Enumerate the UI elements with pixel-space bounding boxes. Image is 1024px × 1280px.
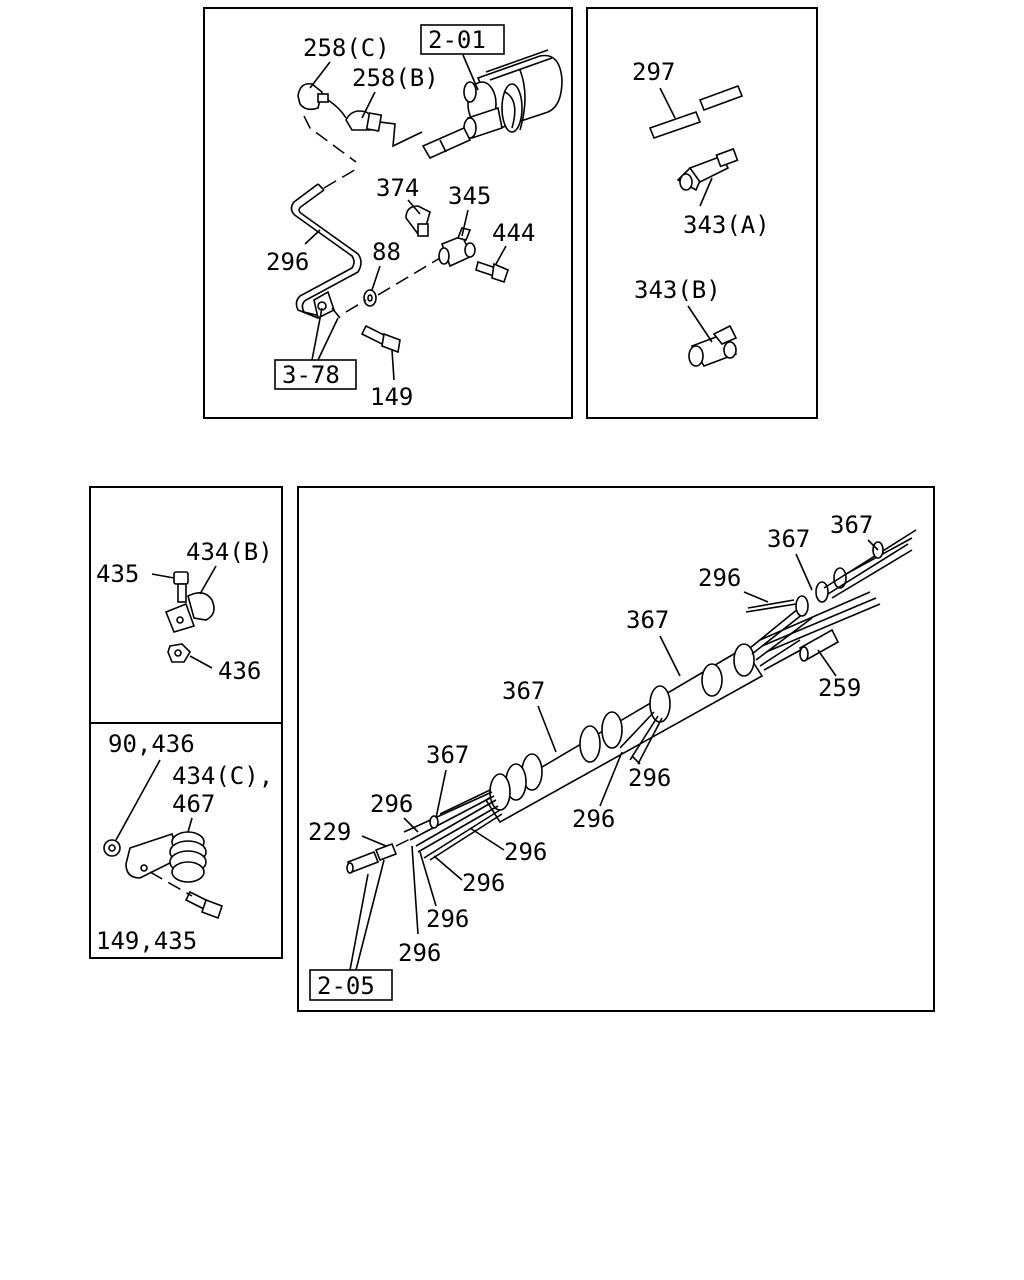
label-296-c: 296: [572, 805, 615, 833]
ref-box-3-78: [274, 359, 357, 390]
label-367-d: 367: [502, 677, 545, 705]
label-367-a: 367: [830, 511, 873, 539]
label-367-c: 367: [626, 606, 669, 634]
label-436: 436: [218, 657, 261, 685]
pipe-clamp: [313, 290, 341, 320]
label-296-h: 296: [398, 939, 441, 967]
label-149: 149: [370, 383, 413, 411]
harness-upper-wires: [745, 529, 917, 671]
label-367-b: 367: [767, 525, 810, 553]
ref-2-05: 2-05: [317, 972, 375, 1000]
part-434c-clamp: [125, 831, 207, 883]
part-259-sleeve: [798, 628, 840, 662]
label-435: 435: [96, 560, 139, 588]
label-296-b: 296: [628, 764, 671, 792]
part-90-436-nut: [103, 839, 121, 857]
part-444-bolt: [475, 260, 509, 284]
part-345-tee: [438, 227, 476, 268]
label-345: 345: [448, 182, 491, 210]
label-258c: 258(C): [303, 34, 390, 62]
part-343b-tee: [688, 324, 738, 367]
panel-frame-mid-left-lower: [89, 722, 283, 959]
harness-mid-wires: [619, 711, 663, 765]
label-343a: 343(A): [683, 211, 770, 239]
label-444: 444: [492, 219, 535, 247]
label-374: 374: [376, 174, 419, 202]
label-259: 259: [818, 674, 861, 702]
label-296-d: 296: [370, 790, 413, 818]
panel-mid-right: 259 367 367 296 367 367 296 296: [308, 511, 917, 1001]
part-434b-clip: [164, 592, 215, 633]
ref-2-01: 2-01: [428, 26, 486, 54]
panel-top-left: 2-01 258(C) 258(B) 296: [266, 24, 563, 411]
panel-frame-top-right: [586, 7, 818, 419]
label-296-a: 296: [698, 564, 741, 592]
part-258b-fitting: [345, 110, 383, 132]
label-297: 297: [632, 58, 675, 86]
harness-lower-wires: [403, 789, 503, 861]
panel-frame-mid-right: [297, 486, 935, 1012]
actuator-assembly: [421, 49, 563, 160]
panel-frame-top-left: [203, 7, 573, 419]
part-296-pipe: [290, 167, 362, 319]
label-434c: 434(C),: [172, 762, 273, 790]
label-149-435: 149,435: [96, 927, 197, 955]
panel-mid-left-upper: 435 434(B) 436: [96, 538, 273, 685]
part-88-washer: [363, 289, 377, 307]
ref-box-2-01: [420, 24, 505, 55]
part-258c-elbow: [297, 82, 329, 111]
label-296-f: 296: [462, 869, 505, 897]
label-434b: 434(B): [186, 538, 273, 566]
panel-top-right: 297 343(A) 343(B): [632, 58, 770, 367]
label-367-e: 367: [426, 741, 469, 769]
ref-box-2-05: [309, 969, 393, 1001]
label-296: 296: [266, 248, 309, 276]
part-149-bolt: [360, 324, 401, 354]
part-343a-connector: [676, 147, 739, 192]
label-229: 229: [308, 818, 351, 846]
label-296-g: 296: [426, 905, 469, 933]
label-258b: 258(B): [352, 64, 439, 92]
harness-main-bundle: [484, 643, 764, 824]
part-435-bolt: [173, 571, 189, 603]
part-229-terminal: [346, 837, 413, 874]
ref-3-78: 3-78: [282, 361, 340, 389]
label-296-e: 296: [504, 838, 547, 866]
label-88: 88: [372, 238, 401, 266]
part-436-nut: [167, 643, 192, 663]
label-467: 467: [172, 790, 215, 818]
label-90-436: 90,436: [108, 730, 195, 758]
label-343b: 343(B): [634, 276, 721, 304]
part-297-rod: [648, 84, 744, 140]
part-149-435-bolt: [184, 890, 224, 920]
panel-mid-left-lower: 90,436 434(C), 467 149,435: [96, 730, 273, 955]
